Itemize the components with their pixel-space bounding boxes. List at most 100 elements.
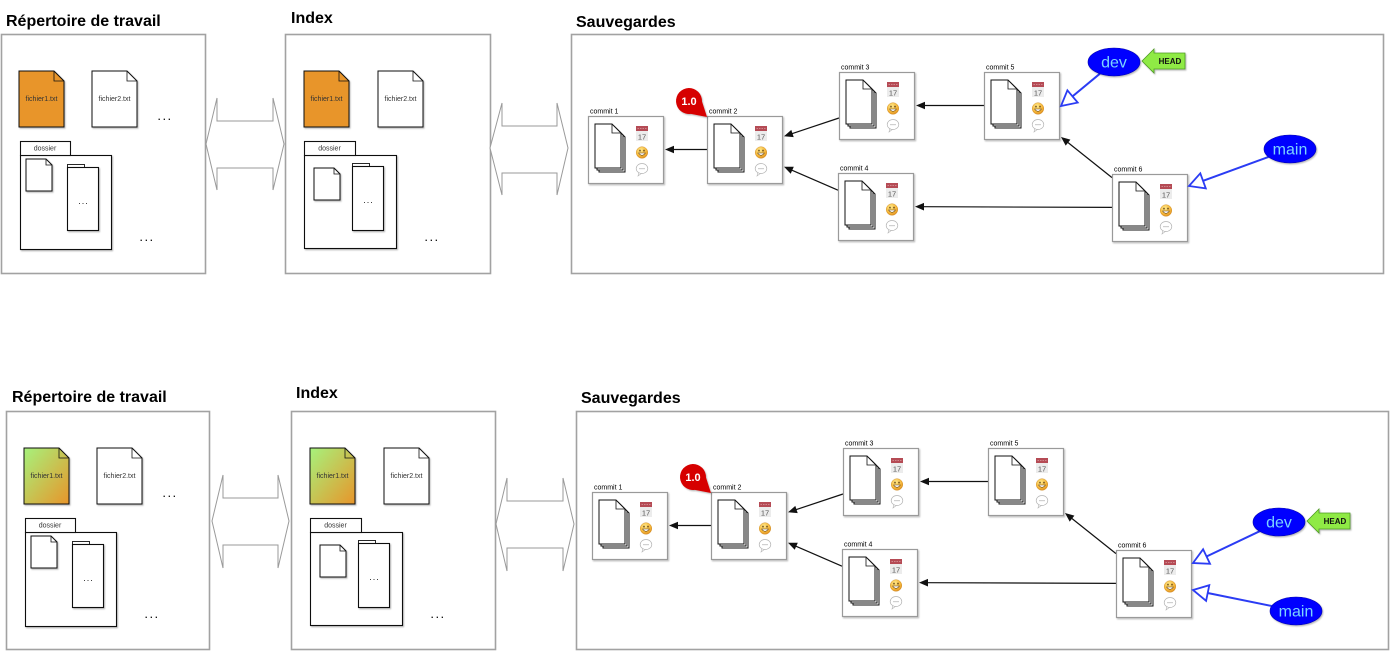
tag-marker: 1.0 (680, 464, 711, 493)
stacked-page (990, 79, 1018, 125)
working-directory-panel-title: Répertoire de travail (12, 389, 167, 406)
parent-arrow-head (915, 202, 924, 211)
calendar-day: 17 (893, 465, 901, 474)
parent-arrow-head (916, 101, 925, 110)
commit-label: commit 4 (844, 542, 873, 549)
calendar-day: 17 (1038, 465, 1046, 474)
parent-arrow-line (922, 206, 1113, 208)
branch-main: main (1191, 583, 1323, 626)
commit: commit 4 17 (841, 542, 919, 618)
commit-label: commit 6 (1114, 167, 1143, 174)
double-arrow-icon (489, 102, 569, 196)
comment-dot (1167, 602, 1169, 604)
folder-name: dossier (34, 146, 57, 153)
more-files-ellipsis: ... (157, 108, 172, 123)
file-fold-corner (126, 71, 137, 82)
smiley-mouth (638, 152, 646, 156)
stacked-files-icon (598, 499, 630, 549)
parent-arrow-head (1065, 513, 1075, 522)
commit-label: commit 5 (986, 65, 1015, 72)
parent-arrow (665, 145, 707, 154)
smiley-face (891, 478, 904, 491)
smiley-mouth (1162, 210, 1170, 214)
branch-pointer-arrowhead (1191, 547, 1212, 565)
parent-arrow-head (919, 578, 928, 587)
commit: commit 217 (706, 109, 784, 185)
smiley-face (640, 522, 653, 535)
parent-arrow-head (788, 505, 798, 514)
calendar-day: 17 (892, 566, 900, 575)
subfolder-ellipsis: ... (83, 573, 94, 583)
comment-dot (897, 601, 899, 603)
calendar-icon: 17 (755, 126, 767, 142)
stacked-files-icon (1122, 557, 1154, 607)
file-icon (18, 70, 65, 128)
calendar-icon: 17 (886, 183, 898, 199)
calendar-icon: 17 (1164, 560, 1176, 576)
branch-ellipse (1252, 507, 1306, 537)
calendar-day: 17 (1162, 191, 1170, 200)
commit-label: commit 4 (840, 166, 869, 173)
stacked-files-icon (717, 499, 749, 549)
smiley-icon (887, 102, 900, 115)
folder-name: dossier (39, 523, 62, 530)
commit: commit 617 (1115, 543, 1193, 619)
calendar-day: 17 (1166, 567, 1174, 576)
file-icon (313, 167, 341, 201)
comment-dot (647, 544, 649, 546)
subfolder-ellipsis: ... (369, 572, 380, 582)
smiley-icon (759, 522, 772, 535)
smiley-eye (1039, 105, 1041, 108)
file-icon (30, 535, 58, 569)
subfolder-icon: ... (66, 164, 100, 232)
branch-dev: dev (1191, 507, 1306, 565)
smiley-mouth (892, 585, 900, 589)
file-icon (23, 447, 70, 505)
calendar-day: 17 (642, 509, 650, 518)
file-2: fichier2.txt (96, 447, 143, 505)
calendar-header (640, 502, 652, 507)
branch-ellipse (1269, 596, 1323, 626)
calendar-header (1032, 82, 1044, 87)
double-arrow-icon (495, 477, 575, 572)
smiley-eye (889, 206, 891, 209)
stacked-files-icon (848, 556, 880, 606)
smiley-eye (1043, 481, 1045, 484)
calendar-header (1160, 184, 1172, 189)
index-panel-title: Index (291, 10, 333, 27)
subfolder-body (351, 165, 385, 232)
tag-label: 1.0 (681, 96, 696, 108)
repository-panel-box (570, 33, 1385, 275)
commit: commit 4 17 (837, 166, 915, 242)
page-fold-corner (1139, 558, 1149, 568)
smiley-icon (640, 522, 653, 535)
stacked-files-icon (844, 180, 876, 230)
comment-dot (1167, 226, 1169, 228)
subfolder-body (71, 543, 105, 609)
file-label: fichier2.txt (391, 473, 423, 480)
repository-panel-title: Sauvegardes (576, 14, 676, 31)
file-2: fichier2.txt (91, 70, 138, 128)
smiley-mouth (1034, 108, 1042, 112)
smiley-icon (891, 478, 904, 491)
comment-dot (1039, 124, 1041, 126)
commit: commit 317 (842, 441, 920, 517)
file-label: fichier1.txt (311, 96, 343, 103)
stacked-files-icon (845, 79, 877, 129)
file-icon (25, 158, 53, 192)
head-label: HEAD (1159, 57, 1182, 66)
comment-icon (1031, 119, 1045, 133)
smiley-icon (1031, 102, 1044, 115)
smiley-eye (639, 149, 641, 152)
more-ellipsis: ... (424, 229, 439, 244)
commit-label: commit 3 (841, 65, 870, 72)
parent-arrow-line (795, 493, 844, 511)
comment-icon (758, 539, 772, 553)
tag-marker: 1.0 (676, 88, 707, 117)
calendar-day: 17 (638, 133, 646, 142)
smiley-eye (1167, 583, 1169, 586)
smiley-eye (894, 105, 896, 108)
